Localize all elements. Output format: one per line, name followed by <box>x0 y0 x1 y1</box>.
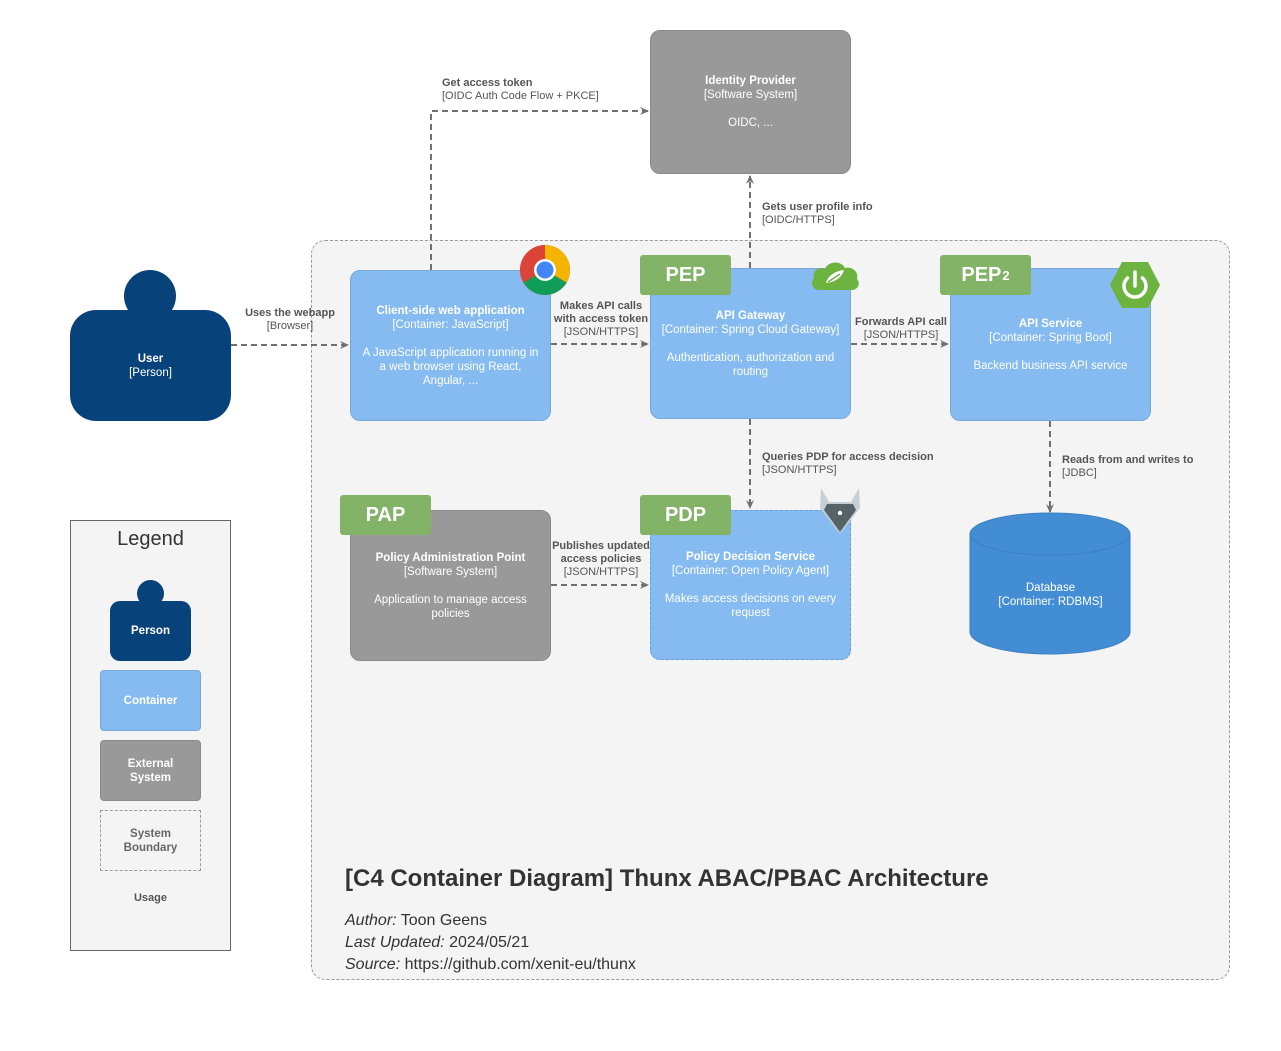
gateway-type: [Container: Spring Cloud Gateway] <box>661 323 840 336</box>
label-db-rw: Reads from and writes to [JDBC] <box>1062 454 1193 480</box>
publishes-text-2: access policies <box>560 553 642 565</box>
source-label: Source: <box>345 956 401 973</box>
db-type: [Container: RDBMS] <box>998 596 1103 608</box>
label-query-pdp: Queries PDP for access decision [JSON/HT… <box>762 451 934 477</box>
publishes-text-1: Publishes updated <box>552 540 650 552</box>
source-line: Source: https://github.com/xenit-eu/thun… <box>345 956 636 974</box>
gateway-tag-text: PEP <box>665 263 706 286</box>
user-name: User <box>137 352 164 365</box>
service-type: [Container: Spring Boot] <box>989 331 1112 344</box>
updated-line: Last Updated: 2024/05/21 <box>345 934 529 952</box>
database-cylinder[interactable] <box>969 512 1132 656</box>
label-publishes: Publishes updated access policies [JSON/… <box>546 540 656 579</box>
query-pdp-text: Queries PDP for access decision <box>762 451 934 463</box>
pdp-name: Policy Decision Service <box>685 551 816 563</box>
db-rw-text: Reads from and writes to <box>1062 454 1194 466</box>
pdp-type: [Container: Open Policy Agent] <box>671 565 830 577</box>
user-person[interactable] <box>70 310 231 421</box>
service-tag-text: PEP <box>961 263 1002 286</box>
legend-boundary-text-1: System <box>130 827 171 840</box>
legend-system-boundary: System Boundary <box>100 810 201 871</box>
get-token-text: Get access token <box>442 77 533 89</box>
legend-external-system: External System <box>100 740 201 801</box>
query-pdp-tech: [JSON/HTTPS] <box>762 464 837 476</box>
author-label: Author: <box>345 912 397 929</box>
service-name: API Service <box>1018 317 1083 330</box>
pdp-tag-text: PDP <box>664 503 707 526</box>
uses-webapp-tech: [Browser] <box>266 320 314 332</box>
legend-person-text: Person <box>131 625 170 637</box>
profile-tech: [OIDC/HTTPS] <box>762 214 835 226</box>
idp-desc: OIDC, ... <box>728 117 773 129</box>
updated-label: Last Updated: <box>345 934 445 951</box>
source-value[interactable]: https://github.com/xenit-eu/thunx <box>404 956 636 973</box>
legend-external-text-2: System <box>130 771 171 784</box>
client-type: [Container: JavaScript] <box>392 318 509 331</box>
pap-desc: Application to manage access policies <box>374 593 527 620</box>
uses-webapp-text: Uses the webapp <box>245 307 335 319</box>
opa-icon <box>820 488 860 534</box>
legend-container-text: Container <box>123 694 178 707</box>
legend-boundary-text-2: Boundary <box>123 841 178 854</box>
client-web-app[interactable]: Client-side web application [Container: … <box>350 270 551 421</box>
chrome-icon <box>520 245 570 295</box>
client-name: Client-side web application <box>376 304 525 317</box>
author-value: Toon Geens <box>400 912 488 929</box>
policy-administration-point[interactable]: Policy Administration Point [Software Sy… <box>350 510 551 661</box>
idp-name: Identity Provider <box>705 75 796 87</box>
service-tag-sup: 2 <box>1002 267 1010 283</box>
label-uses-webapp: Uses the webapp [Browser] <box>226 307 354 333</box>
policy-decision-service[interactable]: Policy Decision Service [Container: Open… <box>650 510 851 660</box>
publishes-tech: [JSON/HTTPS] <box>563 566 639 578</box>
db-name: Database <box>1025 582 1076 594</box>
database-label: Database [Container: RDBMS] <box>970 560 1131 630</box>
db-rw-tech: [JDBC] <box>1062 467 1097 479</box>
gateway-name: API Gateway <box>715 309 786 322</box>
gateway-desc: Authentication, authorization and routin… <box>666 351 835 378</box>
pap-name: Policy Administration Point <box>375 551 526 564</box>
client-desc: A JavaScript application running in a we… <box>362 346 539 387</box>
legend-title: Legend <box>117 528 184 550</box>
edge-get-token <box>430 107 649 270</box>
diagram-title: [C4 Container Diagram] Thunx ABAC/PBAC A… <box>345 865 989 892</box>
forwards-text: Forwards API call <box>855 316 947 328</box>
pap-tag-text: PAP <box>365 503 406 526</box>
api-calls-tech: [JSON/HTTPS] <box>563 326 639 338</box>
updated-value: 2024/05/21 <box>449 934 530 951</box>
pdp-desc: Makes access decisions on every request <box>664 593 837 619</box>
gateway-pep-tag: PEP <box>640 255 731 295</box>
pap-type: [Software System] <box>403 565 498 578</box>
identity-provider[interactable]: Identity Provider [Software System] OIDC… <box>650 30 851 174</box>
get-token-tech: [OIDC Auth Code Flow + PKCE] <box>442 90 599 102</box>
legend-person: Person <box>110 601 191 661</box>
pdp-tag: PDP <box>640 495 731 535</box>
forwards-tech: [JSON/HTTPS] <box>863 329 939 341</box>
label-forwards: Forwards API call [JSON/HTTPS] <box>846 316 956 342</box>
service-desc: Backend business API service <box>973 359 1128 372</box>
legend-usage-label: Usage <box>133 892 168 904</box>
label-profile: Gets user profile info [OIDC/HTTPS] <box>762 201 873 227</box>
api-calls-text-2: with access token <box>553 313 649 325</box>
label-get-token: Get access token [OIDC Auth Code Flow + … <box>442 77 599 103</box>
profile-text: Gets user profile info <box>762 201 873 213</box>
user-type: [Person] <box>129 366 172 379</box>
pap-tag: PAP <box>340 495 431 535</box>
spring-boot-icon <box>1110 262 1160 308</box>
legend-container: Container <box>100 670 201 731</box>
label-api-calls: Makes API calls with access token [JSON/… <box>546 300 656 339</box>
author-line: Author: Toon Geens <box>345 912 487 930</box>
spring-cloud-icon <box>812 262 859 290</box>
api-calls-text-1: Makes API calls <box>559 300 643 312</box>
legend-external-text-1: External <box>127 757 174 770</box>
idp-type: [Software System] <box>703 89 798 101</box>
user-label: User [Person] <box>70 310 231 421</box>
